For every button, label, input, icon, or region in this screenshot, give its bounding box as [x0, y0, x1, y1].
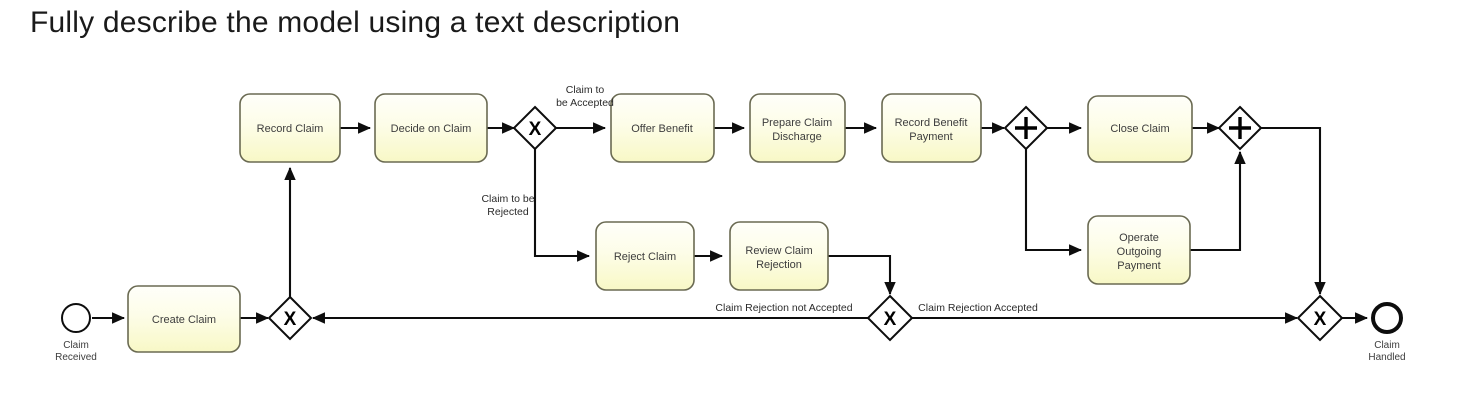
gateway-rejection-review-decision-marker: X [884, 309, 897, 330]
task-record-claim-label: Record Claim [257, 123, 324, 135]
flow-label-claim-to-be-rejected-line2: Rejected [487, 206, 529, 218]
task-review-claim-rejection[interactable] [729, 221, 829, 291]
gateway-claim-decision-marker: X [529, 119, 542, 140]
task-operate-outgoing-payment[interactable] [1087, 215, 1191, 285]
task-create-claim-label: Create Claim [152, 314, 216, 326]
flow-split-to-operate-payment [1024, 149, 1083, 256]
end-event-label-line1: Claim [1374, 340, 1400, 351]
task-review-claim-rejection-label-line1: Review Claim [745, 245, 812, 257]
task-offer-benefit-label: Offer Benefit [631, 123, 693, 135]
gateway-merge-record-claim-marker: X [284, 309, 297, 330]
flow-operate-payment-to-join [1190, 150, 1246, 252]
task-close-claim-label: Close Claim [1110, 123, 1169, 135]
end-event-claim-handled[interactable] [1371, 302, 1403, 334]
task-record-benefit-payment[interactable] [881, 93, 982, 163]
task-reject-claim-label: Reject Claim [614, 251, 676, 263]
page-title: Fully describe the model using a text de… [30, 6, 681, 39]
flow-label-claim-rejection-not-accepted: Claim Rejection not Accepted [715, 302, 852, 314]
task-record-benefit-payment-label-line1: Record Benefit [895, 117, 968, 129]
task-prepare-claim-discharge-label-line2: Discharge [772, 131, 822, 143]
task-operate-outgoing-payment-label-line2: Outgoing [1117, 246, 1162, 258]
task-prepare-claim-discharge-label-line1: Prepare Claim [762, 117, 832, 129]
end-event-label-line2: Handled [1368, 352, 1405, 363]
task-create-claim[interactable] [127, 285, 241, 353]
task-offer-benefit[interactable] [610, 93, 715, 163]
gateway-merge-record-claim-shape [267, 295, 313, 341]
task-close-claim[interactable] [1087, 95, 1193, 163]
gateway-claim-decision[interactable]: X [512, 105, 558, 151]
flow-label-claim-to-be-rejected-line1: Claim to be [481, 193, 534, 205]
task-operate-outgoing-payment-label-line1: Operate [1119, 232, 1159, 244]
start-event-label-line2: Received [55, 352, 97, 363]
start-event-claim-received[interactable] [61, 303, 91, 333]
task-review-claim-rejection-label-line2: Rejection [756, 259, 802, 271]
task-operate-outgoing-payment-label-line3: Payment [1117, 260, 1160, 272]
task-record-benefit-payment-label-line2: Payment [909, 131, 952, 143]
gateway-end-merge-marker: X [1314, 309, 1327, 330]
gateway-parallel-split-marker [1015, 117, 1037, 139]
gateway-claim-decision-shape [512, 105, 558, 151]
task-decide-on-claim[interactable] [374, 93, 488, 163]
flow-review-to-rejection-gateway [828, 254, 896, 296]
gateway-rejection-review-decision-shape [866, 294, 914, 342]
gateway-end-merge[interactable]: X [1296, 294, 1344, 342]
flow-rejected-to-reject-claim [533, 149, 591, 262]
flow-label-claim-to-be-accepted-line2: be Accepted [556, 97, 614, 109]
gateway-parallel-join-marker [1229, 117, 1251, 139]
start-event-label-line1: Claim [63, 340, 89, 351]
flow-join-to-end-merge [1261, 126, 1326, 296]
task-prepare-claim-discharge[interactable] [749, 93, 846, 163]
gateway-parallel-split[interactable] [1003, 105, 1049, 151]
gateway-parallel-join[interactable] [1217, 105, 1263, 151]
task-reject-claim[interactable] [595, 221, 695, 291]
gateway-merge-record-claim[interactable]: X [267, 295, 313, 341]
gateway-end-merge-shape [1296, 294, 1344, 342]
task-record-claim[interactable] [239, 93, 341, 163]
task-decide-on-claim-label: Decide on Claim [391, 123, 472, 135]
flow-label-claim-to-be-accepted-line1: Claim to [566, 84, 605, 96]
gateway-rejection-review-decision[interactable]: X [866, 294, 914, 342]
flow-label-claim-rejection-accepted: Claim Rejection Accepted [918, 302, 1038, 314]
